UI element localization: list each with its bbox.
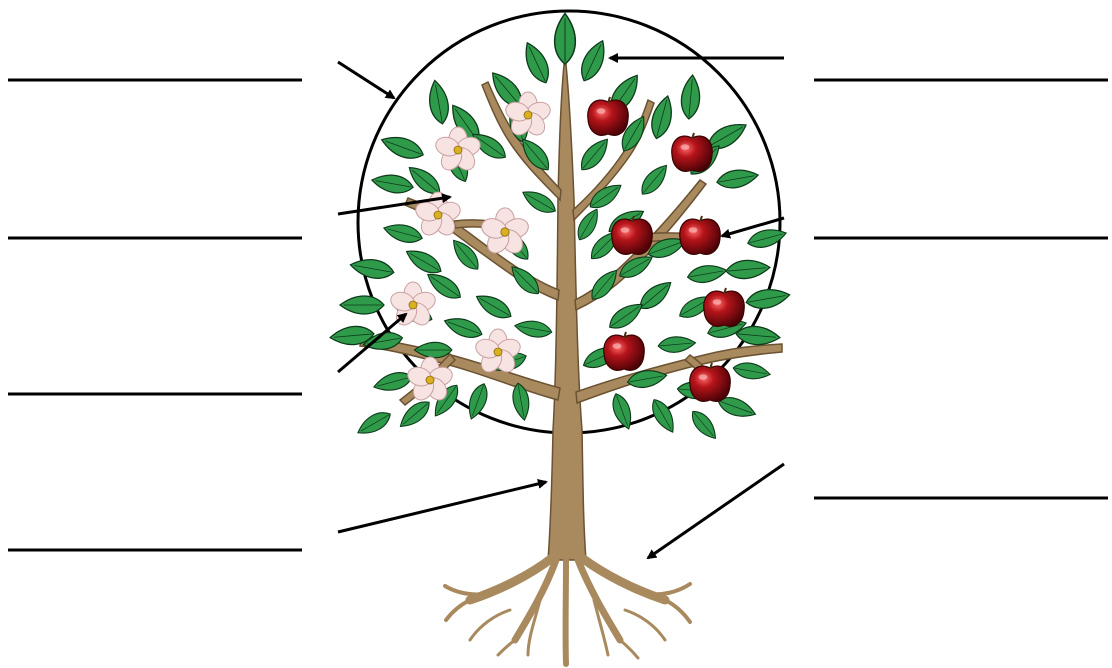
leaf-icon (680, 74, 702, 119)
leaf-icon (586, 266, 622, 304)
apple-fruit-icon (612, 216, 653, 254)
leaf-icon (473, 289, 515, 323)
leaf-icon (686, 262, 728, 285)
arrow-to-canopy (338, 62, 394, 98)
tree-roots (445, 558, 690, 664)
leaf-icon (715, 167, 759, 191)
leaf-icon (732, 360, 771, 382)
answer-blanks-right (814, 80, 1108, 498)
leaf-icon (687, 407, 721, 443)
apple-fruit-icon (604, 332, 645, 370)
leaf-icon (725, 258, 770, 280)
leaf-icon (635, 276, 676, 314)
apple-fruit-icon (588, 97, 629, 135)
leaf-icon (519, 39, 554, 86)
leaf-icon (370, 172, 414, 196)
leaf-icon (636, 161, 672, 199)
leaf-icon (349, 256, 395, 281)
leaf-icon (340, 296, 384, 314)
arrow-to-roots (648, 464, 784, 558)
apple-fruit-icon (672, 133, 713, 171)
leaf-icon (403, 244, 445, 278)
leaf-icon (354, 407, 394, 439)
leaf-icon (426, 79, 451, 125)
leaf-icon (514, 318, 553, 340)
leaf-icon (555, 14, 576, 65)
leaf-icon (576, 37, 611, 84)
leaf-icon (576, 134, 614, 175)
answer-blanks-left (8, 80, 302, 550)
leaf-icon (745, 286, 791, 311)
blossoms (388, 92, 552, 404)
leaf-icon (442, 313, 485, 342)
leaf-icon (379, 131, 427, 163)
leaf-icon (648, 94, 677, 141)
leaf-icon (382, 220, 424, 246)
leaf-icon (746, 225, 788, 251)
apple-fruit-icon (680, 216, 721, 254)
arrow-to-trunk (338, 482, 546, 532)
apple-fruit-icon (704, 288, 745, 326)
leaf-icon (657, 335, 696, 354)
apple-fruit-icon (690, 363, 731, 401)
